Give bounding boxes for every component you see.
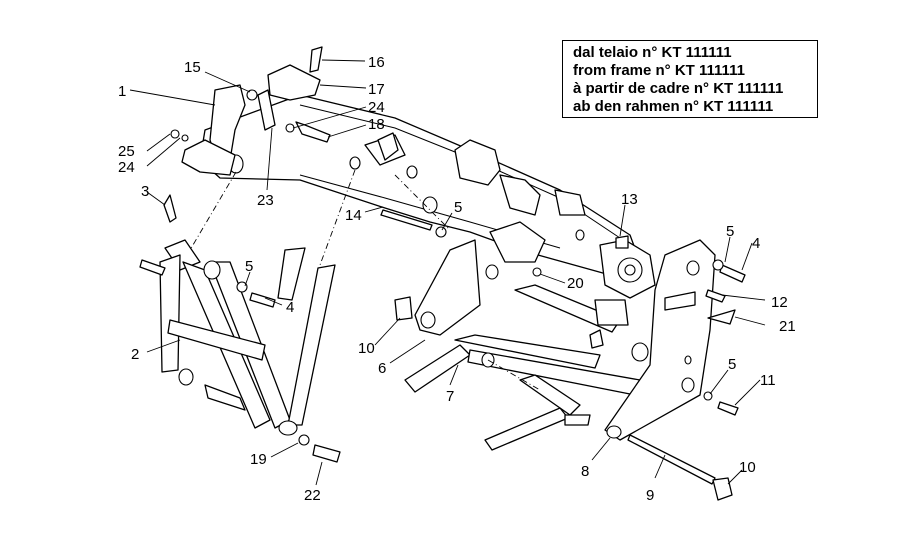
callout-20: 20 xyxy=(567,275,584,292)
callout-labels: 1 2 3 4 4 5 5 5 5 6 7 8 9 10 10 11 12 13… xyxy=(118,54,796,504)
callout-23: 23 xyxy=(257,192,274,209)
callout-3: 3 xyxy=(141,183,149,200)
callout-22: 22 xyxy=(304,487,321,504)
callout-12: 12 xyxy=(771,294,788,311)
callout-5-b: 5 xyxy=(454,199,462,216)
callout-2: 2 xyxy=(131,346,139,363)
front-subframe xyxy=(139,239,336,436)
callout-10-right: 10 xyxy=(739,459,756,476)
side-plate xyxy=(604,239,736,441)
callout-5-d: 5 xyxy=(728,356,736,373)
callout-10-left: 10 xyxy=(358,340,375,357)
callout-17: 17 xyxy=(368,81,385,98)
callout-13: 13 xyxy=(621,191,638,208)
callout-11: 11 xyxy=(760,372,776,389)
frame-number-note: dal telaio n° KT 111111 from frame n° KT… xyxy=(562,40,818,118)
callout-4-right: 4 xyxy=(752,235,760,252)
callout-15: 15 xyxy=(184,59,201,76)
callout-16: 16 xyxy=(368,54,385,71)
main-frame-tube xyxy=(199,94,656,299)
note-line-english: from frame n° KT 111111 xyxy=(573,62,745,79)
steering-head-bracket xyxy=(181,64,321,176)
leader-lines xyxy=(129,59,766,486)
callout-8: 8 xyxy=(581,463,589,480)
callout-14: 14 xyxy=(345,207,362,224)
callout-4-left: 4 xyxy=(286,299,294,316)
callout-6: 6 xyxy=(378,360,386,377)
callout-21: 21 xyxy=(779,318,796,335)
callout-5-c: 5 xyxy=(726,223,734,240)
lower-link-assembly xyxy=(394,239,649,451)
note-line-german: ab den rahmen n° KT 111111 xyxy=(573,98,774,115)
callout-1: 1 xyxy=(118,83,126,100)
alignment-lines xyxy=(189,169,541,391)
note-line-italian: dal telaio n° KT 111111 xyxy=(573,44,732,61)
callout-25: 25 xyxy=(118,143,135,160)
callout-18: 18 xyxy=(368,116,385,133)
hardware xyxy=(163,46,746,501)
callout-5-a: 5 xyxy=(245,258,253,275)
callout-9: 9 xyxy=(646,487,654,504)
note-line-french: à partir de cadre n° KT 111111 xyxy=(573,80,784,97)
callout-24-left: 24 xyxy=(118,159,135,176)
callout-19: 19 xyxy=(250,451,267,468)
callout-24-top: 24 xyxy=(368,99,385,116)
callout-7: 7 xyxy=(446,388,454,405)
